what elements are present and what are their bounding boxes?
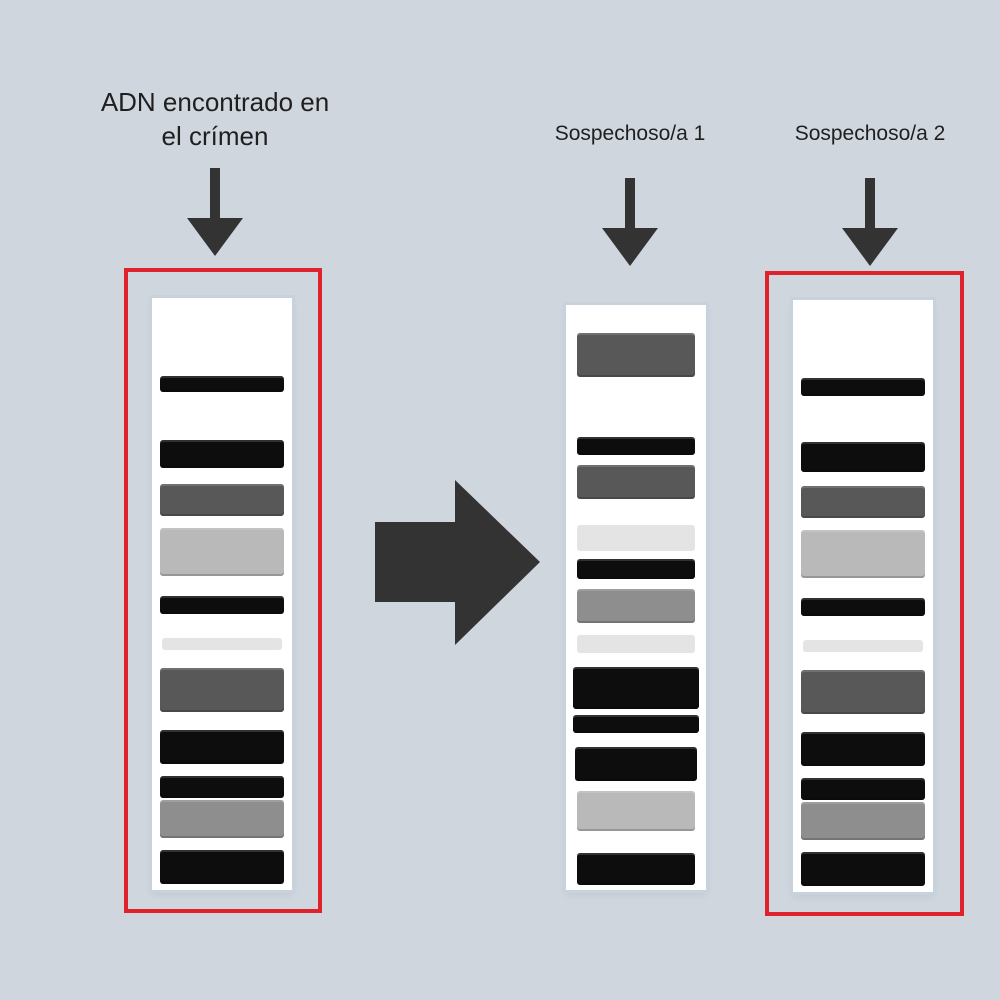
suspect2-band	[801, 378, 925, 396]
crime-band	[160, 440, 284, 468]
suspect2-band	[801, 486, 925, 518]
suspect1-band	[573, 667, 699, 709]
suspect1-band	[577, 791, 695, 831]
crime-down-arrow-icon	[185, 168, 245, 258]
suspect1-band	[577, 635, 695, 653]
suspect1-band	[577, 333, 695, 377]
suspect1-band	[577, 589, 695, 623]
suspect-2-dna-strip	[793, 300, 933, 892]
suspect2-band	[801, 530, 925, 578]
crime-band	[162, 638, 282, 650]
suspect2-band	[801, 670, 925, 714]
crime-band	[160, 596, 284, 614]
crime-band	[160, 484, 284, 516]
suspect1-band	[575, 747, 697, 781]
crime-band	[160, 800, 284, 838]
suspect2-band	[801, 732, 925, 766]
suspect2-band	[801, 442, 925, 472]
crime-band	[160, 668, 284, 712]
crime-band	[160, 528, 284, 576]
crime-band	[160, 376, 284, 392]
suspect2-band	[801, 852, 925, 886]
crime-dna-label: ADN encontrado en el crímen	[100, 87, 330, 151]
suspect2-band	[801, 802, 925, 840]
crime-dna-strip	[152, 298, 292, 890]
suspect1-band	[577, 559, 695, 579]
suspect1-band	[577, 437, 695, 455]
suspect-1-dna-strip	[566, 305, 706, 890]
suspect1-band	[577, 525, 695, 551]
suspect2-band	[801, 778, 925, 800]
crime-band	[160, 776, 284, 798]
suspect1-band	[577, 853, 695, 885]
crime-band	[160, 850, 284, 884]
comparison-right-arrow-icon	[375, 480, 540, 645]
suspect-2-match-highlight	[765, 271, 964, 916]
suspect1-band	[577, 465, 695, 499]
suspect-2-down-arrow-icon	[840, 178, 900, 268]
crime-band	[160, 730, 284, 764]
suspect1-band	[573, 715, 699, 733]
suspect-2-label: Sospechoso/a 2	[794, 122, 946, 145]
suspect-1-label: Sospechoso/a 1	[554, 122, 706, 145]
suspect2-band	[803, 640, 923, 652]
suspect-1-down-arrow-icon	[600, 178, 660, 268]
suspect2-band	[801, 598, 925, 616]
crime-match-highlight	[124, 268, 322, 913]
